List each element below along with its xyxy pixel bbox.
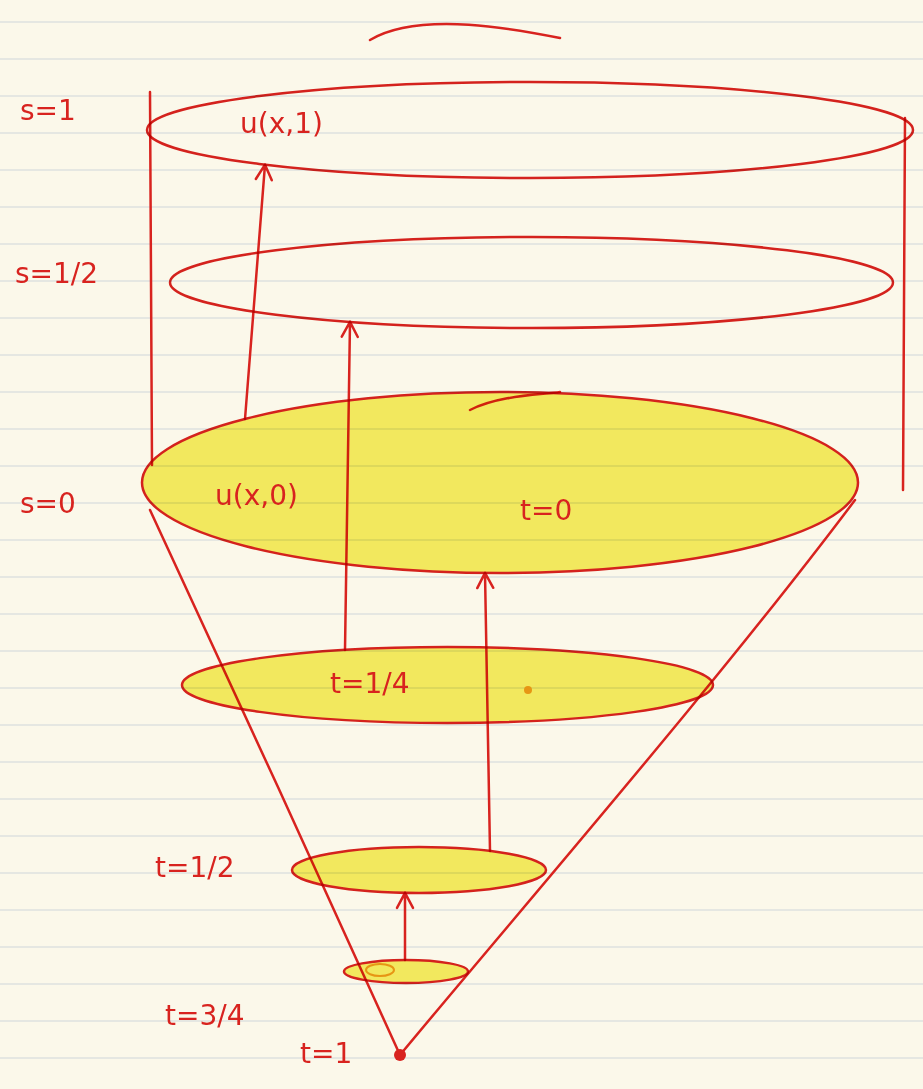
level-ellipse: t=1/2 xyxy=(290,845,548,895)
ellipse-shape xyxy=(182,647,713,723)
ellipse-shape xyxy=(147,82,913,178)
cone-tip-dot xyxy=(394,1049,406,1061)
level-ellipse: s=1u(x,1) xyxy=(145,80,915,180)
ellipse-shape xyxy=(142,392,858,573)
level-label: t=3/4 xyxy=(165,1000,245,1032)
ellipse-outline xyxy=(168,235,895,330)
ellipse-outline xyxy=(290,845,548,895)
level-label: s=0 xyxy=(20,488,76,520)
value-label: t=0 xyxy=(520,495,572,527)
ellipse-shape xyxy=(292,847,546,893)
cylinder-right-side xyxy=(903,118,905,490)
level-ellipse: s=1/2 xyxy=(168,235,895,330)
ellipse-stroke xyxy=(370,24,560,40)
cylinder-left-side xyxy=(150,92,152,465)
level-label: s=1/2 xyxy=(15,258,98,290)
value-label: u(x,1) xyxy=(240,108,323,140)
tip-label: t=1 xyxy=(300,1038,352,1070)
level-label: t=1/2 xyxy=(155,852,235,884)
level-label: t=1/4 xyxy=(330,668,410,700)
ellipse-outline xyxy=(342,958,470,985)
mapping-arrow xyxy=(397,893,413,960)
level-ellipse: s=0u(x,0)t=0 xyxy=(140,390,860,575)
ellipse-shape xyxy=(170,237,893,328)
mapping-arrow xyxy=(245,165,272,419)
value-label: u(x,0) xyxy=(215,480,298,512)
level-ellipse: t=1/4 xyxy=(180,645,715,725)
level-ellipse: t=3/4 xyxy=(342,958,470,985)
level-label: s=1 xyxy=(20,95,76,127)
ellipse-shape xyxy=(344,960,468,983)
ellipse-outline xyxy=(180,645,715,725)
